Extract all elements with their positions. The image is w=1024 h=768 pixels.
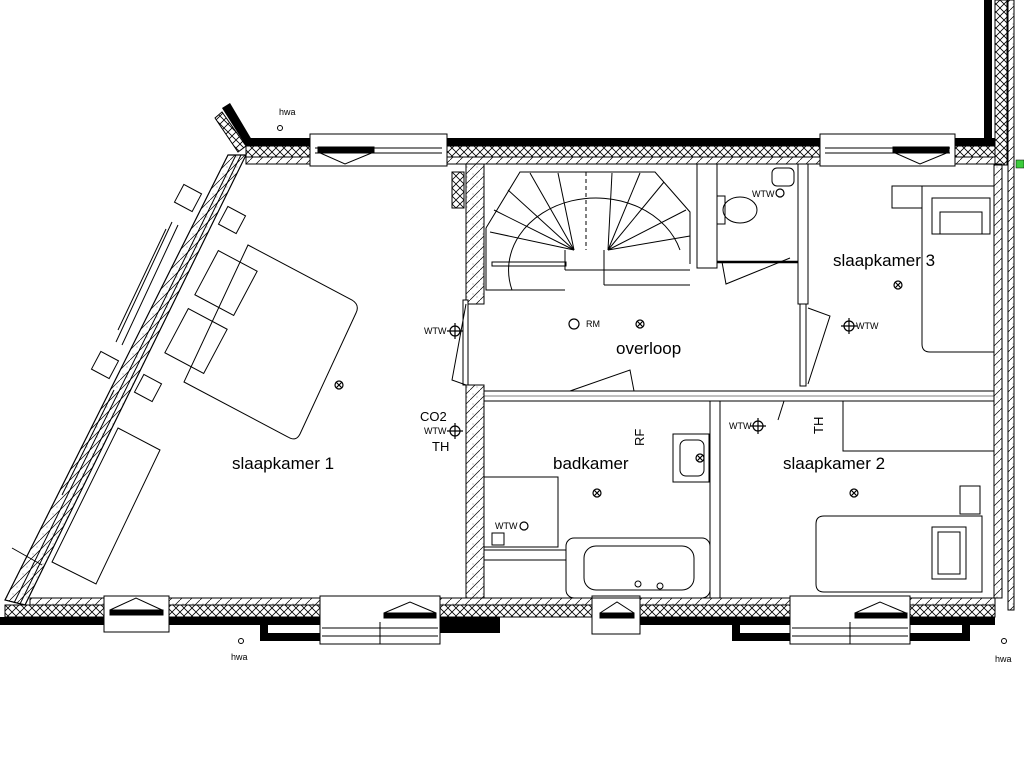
bed-slaapkamer-3 [891,185,995,353]
outer-wall-diagonal [4,103,252,606]
ceiling-lights [334,280,903,498]
outer-wall-top-right [952,0,1024,611]
hwa-label-top: hwa [279,107,296,117]
wtw-label-badkamer: WTW [495,521,518,531]
room-label-badkamer: badkamer [553,454,629,473]
co2-label: CO2 [420,409,447,424]
rm-label: RM [586,319,600,329]
interior-walls [451,163,1003,599]
th-label-left: TH [432,439,450,454]
room-label-slaapkamer-2: slaapkamer 2 [783,454,886,473]
rf-label: RF [632,428,647,446]
th-label-right: TH [811,416,826,434]
window-bottom-4 [789,595,911,645]
wtw-label-overloop-left: WTW [424,326,447,336]
window-bottom-3 [591,595,641,635]
staircase [485,171,691,291]
window-top-1 [309,133,448,167]
hwa-label-bottom-right: hwa [995,654,1012,664]
bed-slaapkamer-1 [164,244,358,440]
wtw-label-slaapkamer-1: WTW [424,426,447,436]
cabinet-slaapkamer-1 [51,427,161,585]
smoke-detector-rm [568,318,580,330]
room-label-slaapkamer-3: slaapkamer 3 [833,251,936,270]
wtw-label-toilet: WTW [752,189,775,199]
toilet [716,167,795,225]
diagonal-window-frames [11,183,247,566]
bathtub [565,537,711,599]
bed-slaapkamer-2 [815,400,995,593]
window-bottom-2 [319,595,441,645]
room-label-overloop: overloop [616,339,682,358]
hwa-label-bottom-left: hwa [231,652,248,662]
wtw-label-slaapkamer-2: WTW [729,421,752,431]
room-label-slaapkamer-1: slaapkamer 1 [232,454,335,473]
shower-area [483,476,567,561]
door-swings [451,257,831,421]
window-bottom-1 [103,595,170,633]
window-top-2 [819,133,956,167]
wtw-vents [447,188,857,531]
wtw-label-slaapkamer-3: WTW [856,321,879,331]
hwa-markers [238,125,1007,644]
